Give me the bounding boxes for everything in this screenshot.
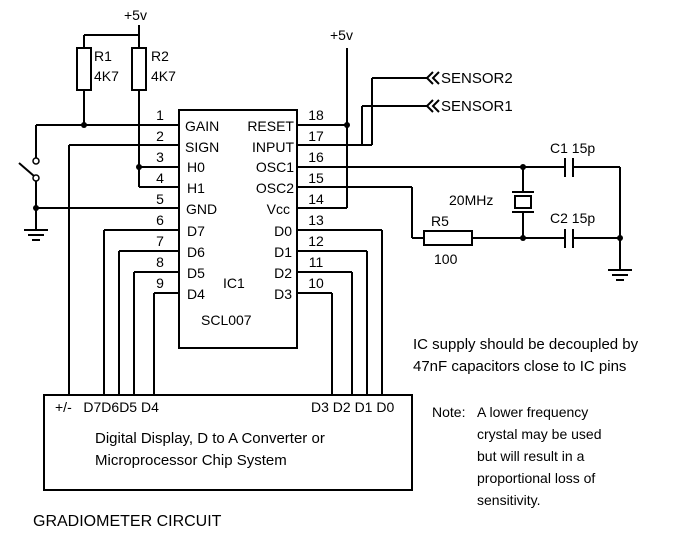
pin-number-2: 2	[156, 128, 164, 144]
note-line: proportional loss of	[477, 470, 595, 486]
display-line2: Microprocessor Chip System	[95, 452, 287, 469]
supply-label-right: +5v	[330, 27, 353, 43]
r1-name: R1	[94, 48, 112, 64]
capacitor-c1	[553, 158, 620, 177]
pin-name-gain: GAIN	[185, 118, 219, 134]
pin-name-d4: D4	[187, 286, 205, 302]
pin-name-reset: RESET	[247, 118, 294, 134]
ic-part: SCL007	[201, 312, 252, 328]
pin-number-10: 10	[308, 275, 324, 291]
sensor1-connection	[361, 99, 440, 145]
r2-value: 4K7	[151, 68, 176, 84]
cap-ground-return	[608, 167, 632, 281]
gain-switch	[18, 125, 40, 208]
pin-name-d7: D7	[187, 223, 205, 239]
pin-number-16: 16	[308, 149, 324, 165]
pin-number-7: 7	[156, 233, 164, 249]
note-line: but will result in a	[477, 448, 585, 464]
pin-number-9: 9	[156, 275, 164, 291]
ic-right-pins	[297, 124, 553, 294]
pin-number-15: 15	[308, 170, 324, 186]
junction-dot	[344, 122, 350, 128]
pin-number-18: 18	[308, 107, 324, 123]
pin-number-5: 5	[156, 191, 164, 207]
pin-name-d5: D5	[187, 265, 205, 281]
capacitor-c2	[472, 229, 620, 248]
pin-name-d1: D1	[274, 244, 292, 260]
pin-number-8: 8	[156, 254, 164, 270]
sensor2-label: SENSOR2	[441, 70, 513, 87]
note-label: Note:	[432, 404, 465, 420]
pin-number-17: 17	[308, 128, 324, 144]
ic-name: IC1	[223, 275, 245, 291]
pin-number-12: 12	[308, 233, 324, 249]
pin-name-d3: D3	[274, 286, 292, 302]
c1-label: C1 15p	[550, 140, 595, 156]
junction-dot	[81, 122, 87, 128]
pin-name-d2: D2	[274, 265, 292, 281]
pin-number-14: 14	[308, 191, 324, 207]
pin-number-3: 3	[156, 149, 164, 165]
pin-number-11: 11	[309, 254, 324, 270]
pin-name-gnd: GND	[186, 201, 217, 217]
pin-name-d0: D0	[274, 223, 292, 239]
display-pins-left: +/- D7D6D5 D4	[55, 399, 159, 415]
supply-note-line1: IC supply should be decoupled by	[413, 336, 639, 353]
resistor-r5	[411, 187, 473, 246]
resistor-r2	[131, 47, 147, 187]
supply-note-line2: 47nF capacitors close to IC pins	[413, 358, 626, 375]
pin-name-input: INPUT	[252, 139, 294, 155]
data-bus-left	[68, 145, 155, 395]
note-line: crystal may be used	[477, 426, 602, 442]
pin-name-osc1: OSC1	[256, 159, 294, 175]
pin-number-13: 13	[308, 212, 324, 228]
r5-name: R5	[431, 213, 449, 229]
note-line: A lower frequency	[477, 404, 588, 420]
junction-dot	[520, 164, 526, 170]
pin-number-4: 4	[156, 170, 164, 186]
r2-name: R2	[151, 48, 169, 64]
data-bus-right	[331, 230, 383, 395]
crystal-x1	[512, 167, 534, 238]
resistor-r1	[76, 47, 92, 125]
ic-left-pins	[36, 124, 179, 294]
pin-name-sign: SIGN	[185, 139, 219, 155]
ground-symbol	[24, 208, 48, 241]
junction-dot	[136, 164, 142, 170]
supply-label-top: +5v	[124, 7, 147, 23]
display-line1: Digital Display, D to A Converter or	[95, 430, 325, 447]
supply-rail-top	[83, 25, 140, 48]
r1-value: 4K7	[94, 68, 119, 84]
pin-name-h0: H0	[187, 159, 205, 175]
r5-value: 100	[434, 251, 458, 267]
pin-number-1: 1	[156, 107, 164, 123]
crystal-label: 20MHz	[449, 192, 493, 208]
pin-number-6: 6	[156, 212, 164, 228]
note-line: sensitivity.	[477, 492, 541, 508]
pin-name-d6: D6	[187, 244, 205, 260]
diagram-title: GRADIOMETER CIRCUIT	[33, 513, 222, 530]
junction-dot	[617, 235, 623, 241]
sensor1-label: SENSOR1	[441, 98, 513, 115]
sensor2-connection	[371, 71, 440, 145]
pin-name-vcc: Vcc	[267, 201, 290, 217]
c2-label: C2 15p	[550, 210, 595, 226]
display-pins-right: D3 D2 D1 D0	[311, 399, 394, 415]
pin-name-h1: H1	[187, 180, 205, 196]
pin-name-osc2: OSC2	[256, 180, 294, 196]
display-box	[43, 394, 413, 491]
